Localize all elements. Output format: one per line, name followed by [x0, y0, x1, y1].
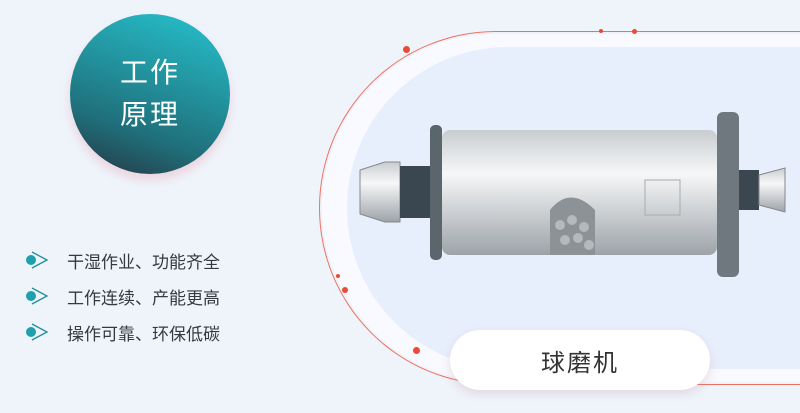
arc-dot — [342, 287, 348, 293]
badge-title-line2: 原理 — [119, 98, 180, 131]
play-bullet-icon — [26, 287, 49, 305]
feature-text: 干湿作业、功能齐全 — [67, 252, 220, 273]
badge-title-line1: 工作 — [119, 56, 180, 89]
feature-text: 操作可靠、环保低碳 — [67, 324, 220, 345]
arc-dot — [632, 29, 637, 34]
feature-list: 干湿作业、功能齐全 工作连续、产能更高 操作可靠、环保低碳 — [25, 242, 220, 350]
product-label: 球磨机 — [450, 330, 710, 390]
arc-dot — [403, 46, 410, 53]
feature-item: 操作可靠、环保低碳 — [25, 314, 220, 350]
play-bullet-icon — [26, 251, 49, 269]
play-bullet-icon — [26, 323, 49, 341]
arc-dot — [336, 274, 340, 278]
section-badge: 工作 原理 — [70, 14, 230, 174]
feature-text: 工作连续、产能更高 — [67, 288, 220, 309]
arc-dot — [599, 29, 603, 33]
feature-item: 干湿作业、功能齐全 — [25, 242, 220, 278]
product-name: 球磨机 — [541, 348, 619, 377]
arc-dot — [413, 347, 420, 354]
ball-mill-image — [359, 112, 786, 277]
feature-item: 工作连续、产能更高 — [25, 278, 220, 314]
